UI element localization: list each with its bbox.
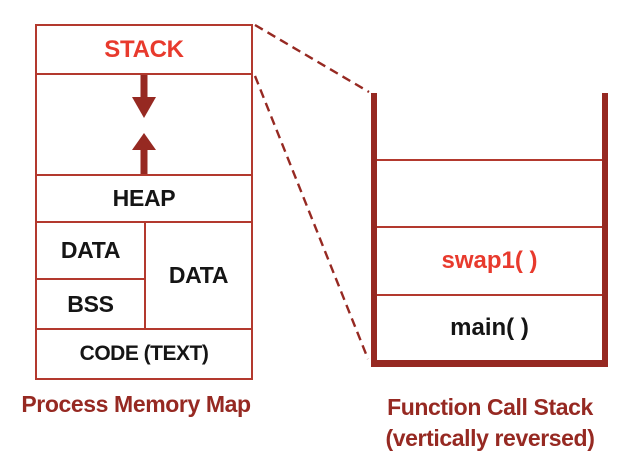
main-label: main( ): [450, 314, 529, 341]
memory-section-stack: STACK: [37, 26, 251, 75]
memory-section-heap: HEAP: [37, 176, 251, 223]
data-right-label: DATA: [168, 262, 229, 288]
arrow-down-icon: [131, 75, 157, 118]
stack-frame-empty: [377, 161, 602, 228]
memory-section-data-right: DATA: [146, 223, 251, 328]
memory-map-caption: Process Memory Map: [21, 391, 251, 417]
memory-section-free-space: [37, 75, 251, 176]
arrow-up-icon: [131, 133, 157, 174]
call-stack-caption-line1: Function Call Stack: [387, 394, 593, 420]
swap1-label: swap1( ): [441, 247, 538, 274]
stack-frame-swap1: swap1( ): [377, 228, 602, 296]
stack-frame-main: main( ): [377, 296, 602, 360]
function-call-stack-box: swap1( ) main( ): [371, 93, 608, 367]
process-memory-map-box: STACK HEAP DATA: [35, 24, 253, 380]
stack-frame-empty-top: [377, 93, 602, 161]
memory-section-bss: BSS: [37, 280, 144, 328]
dashed-line-bottom: [253, 75, 370, 360]
heap-label: HEAP: [112, 185, 176, 211]
data-bss-column: DATA BSS: [37, 223, 146, 328]
stack-label: STACK: [104, 35, 184, 63]
memory-section-data-bss: DATA BSS DATA: [37, 223, 251, 330]
code-label: CODE (TEXT): [79, 342, 209, 365]
bss-label: BSS: [67, 290, 114, 317]
memory-section-data: DATA: [37, 223, 144, 280]
memory-section-code: CODE (TEXT): [37, 330, 251, 378]
data-label: DATA: [60, 237, 121, 263]
call-stack-caption-line2: (vertically reversed): [385, 425, 595, 451]
dashed-line-top: [254, 23, 370, 94]
call-stack-caption: Function Call Stack (vertically reversed…: [364, 392, 616, 454]
